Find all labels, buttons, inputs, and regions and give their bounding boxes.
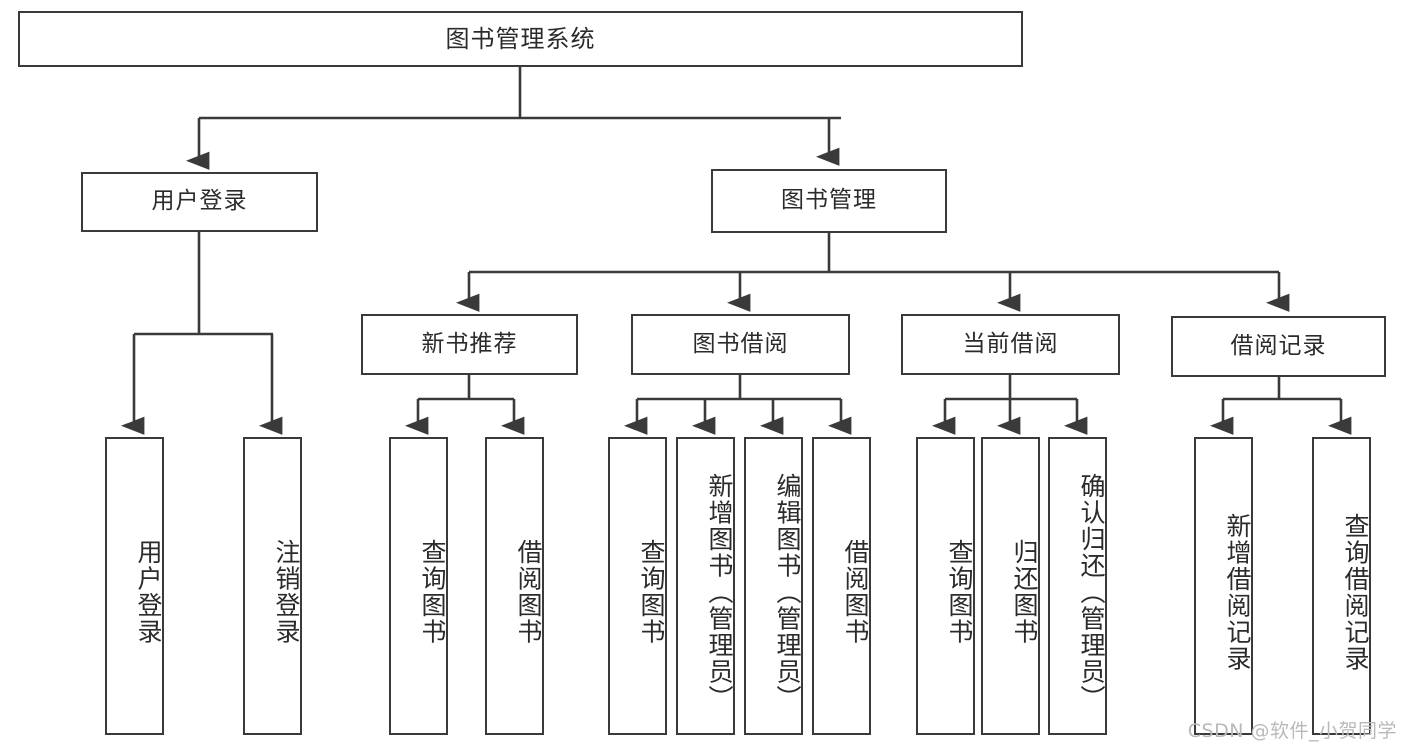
node-label: 用户登录: [134, 539, 163, 645]
leaf-borrow-record-query-record[interactable]: 查询借阅记录: [1312, 437, 1371, 735]
node-book-management[interactable]: 图书管理: [711, 169, 947, 233]
node-label: 归还图书: [1010, 539, 1039, 645]
node-root-book-management-system[interactable]: 图书管理系统: [18, 11, 1023, 67]
node-user-login[interactable]: 用户登录: [81, 172, 318, 232]
node-label: 借阅图书: [514, 539, 543, 645]
leaf-borrow-record-add-record[interactable]: 新增借阅记录: [1194, 437, 1253, 735]
node-label: 查询借阅记录: [1341, 512, 1370, 672]
leaf-new-book-borrow-book[interactable]: 借阅图书: [485, 437, 544, 735]
leaf-current-borrow-query-book[interactable]: 查询图书: [916, 437, 975, 735]
node-label: 新增借阅记录: [1223, 512, 1252, 672]
watermark-text: CSDN @软件_小贺同学: [1187, 720, 1397, 742]
node-label: 用户登录: [151, 188, 248, 215]
node-label: 编辑图书（管理员）: [773, 472, 802, 712]
node-label: 确认归还（管理员）: [1077, 472, 1106, 712]
node-label: 注销登录: [272, 539, 301, 645]
leaf-book-borrow-add-book-admin[interactable]: 新增图书（管理员）: [676, 437, 735, 735]
node-new-book-recommend[interactable]: 新书推荐: [361, 314, 578, 375]
node-label: 查询图书: [945, 539, 974, 645]
node-label: 图书借阅: [692, 330, 789, 357]
node-label: 查询图书: [637, 539, 666, 645]
node-borrow-record[interactable]: 借阅记录: [1171, 316, 1386, 377]
node-label: 借阅记录: [1230, 332, 1327, 359]
node-label: 查询图书: [418, 539, 447, 645]
node-label: 图书管理: [781, 187, 877, 214]
node-label: 借阅图书: [841, 539, 870, 645]
leaf-new-book-query-book[interactable]: 查询图书: [389, 437, 448, 735]
leaf-current-borrow-return-book[interactable]: 归还图书: [981, 437, 1040, 735]
leaf-user-login-do-login[interactable]: 用户登录: [105, 437, 164, 735]
node-label: 新增图书（管理员）: [705, 472, 734, 712]
leaf-current-borrow-confirm-return-admin[interactable]: 确认归还（管理员）: [1048, 437, 1107, 735]
node-label: 新书推荐: [421, 330, 518, 357]
node-label: 图书管理系统: [445, 24, 596, 53]
leaf-book-borrow-edit-book-admin[interactable]: 编辑图书（管理员）: [744, 437, 803, 735]
node-label: 当前借阅: [962, 330, 1059, 357]
leaf-book-borrow-query-book[interactable]: 查询图书: [608, 437, 667, 735]
node-current-borrow[interactable]: 当前借阅: [901, 314, 1120, 375]
node-book-borrow[interactable]: 图书借阅: [631, 314, 850, 375]
leaf-book-borrow-borrow-book[interactable]: 借阅图书: [812, 437, 871, 735]
leaf-user-login-logout[interactable]: 注销登录: [243, 437, 302, 735]
